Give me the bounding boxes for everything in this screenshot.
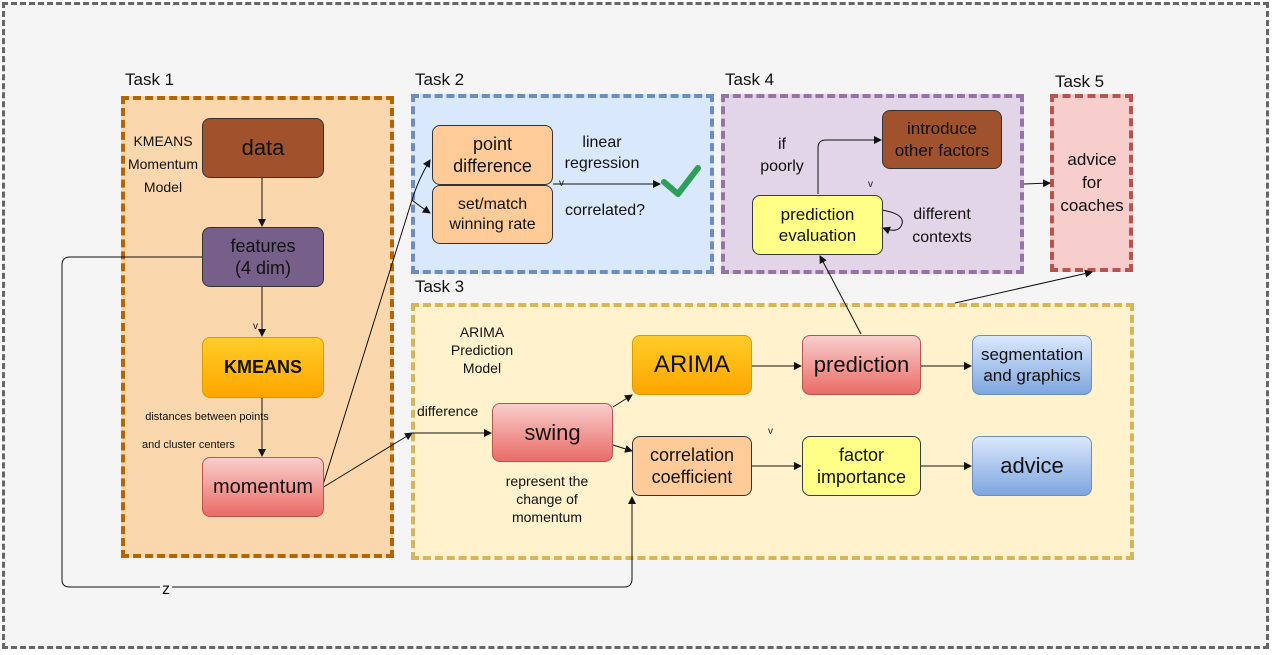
- arrow-swing-correlation: [612, 444, 633, 453]
- factor-importance-line2: importance: [816, 467, 907, 487]
- advice-coaches-line1: advice: [1067, 150, 1117, 169]
- different-contexts-label: different contexts: [902, 203, 982, 249]
- arrow-features-correlation: [61, 256, 636, 588]
- arrow-swing-arima: [612, 394, 633, 408]
- advice-coaches-line2: for: [1082, 173, 1102, 192]
- kmeans-title-line1: KMEANS: [133, 133, 193, 149]
- point-difference-line1: point: [472, 133, 513, 154]
- momentum-box-label: momentum: [212, 475, 314, 498]
- point-difference-line2: difference: [453, 156, 532, 176]
- prediction-evaluation-box: prediction evaluation: [752, 195, 883, 255]
- advice-for-coaches: advice for coaches: [1054, 148, 1130, 217]
- distances-line2: and cluster centers: [142, 439, 235, 451]
- kmeans-box: KMEANS: [202, 337, 324, 398]
- point-difference-box: point difference: [432, 125, 553, 185]
- introduce-line1: introduce: [907, 119, 977, 139]
- set-match-line1: set/match: [457, 195, 528, 213]
- linear-line2: regression: [564, 154, 640, 172]
- kmeans-title-line2: Momentum: [127, 156, 199, 172]
- task1-label: Task 1: [125, 70, 175, 89]
- prediction-box-label: prediction: [813, 352, 910, 378]
- swing-note-line3: momentum: [511, 509, 583, 525]
- introduce-line2: other factors: [894, 140, 990, 160]
- if-poorly-label: if poorly: [752, 134, 812, 178]
- correlation-box: correlation coefficient: [632, 436, 752, 496]
- arrow-momentum-point-difference: [321, 159, 431, 489]
- arima-title-line3: Model: [462, 360, 502, 376]
- prediction-box: prediction: [802, 335, 921, 395]
- segmentation-line1: segmentation: [980, 344, 1084, 364]
- different-contexts-line1: different: [913, 206, 971, 223]
- task2-label: Task 2: [415, 70, 465, 89]
- arrow-task3-task5: [954, 269, 1093, 304]
- linear-regression-label: linear regression: [552, 133, 652, 175]
- features-line1: features: [230, 235, 296, 256]
- task5-label: Task 5: [1055, 72, 1105, 91]
- swing-box-label: swing: [524, 419, 581, 445]
- arrow-task4-task5: [1023, 179, 1051, 188]
- swing-note-line2: change of: [516, 491, 578, 507]
- kmeans-title-line3: Model: [143, 179, 183, 195]
- features-box: features (4 dim): [202, 227, 324, 287]
- difference-label: difference: [417, 403, 479, 419]
- task3-label: Task 3: [415, 277, 465, 296]
- correlation-line1: correlation: [649, 444, 735, 465]
- factor-importance-box: factor importance: [802, 436, 921, 496]
- arima-title-line2: Prediction: [450, 342, 514, 358]
- arrow-momentum-difference: [321, 432, 413, 489]
- arrow-prediction-evaluation: [819, 255, 862, 335]
- prediction-evaluation-line2: evaluation: [778, 226, 857, 245]
- data-box: data: [202, 118, 324, 178]
- linear-line1: linear: [582, 134, 622, 151]
- correlated-label: correlated?: [565, 202, 646, 219]
- arima-model-title: ARIMA Prediction Model: [437, 323, 527, 377]
- arima-box-label: ARIMA: [653, 351, 730, 378]
- advice-box: advice: [972, 436, 1092, 496]
- distances-line1: distances between points: [145, 411, 269, 423]
- distances-note: distances between points and cluster cen…: [124, 403, 290, 459]
- task3-v-mark: v: [768, 426, 773, 437]
- arima-title-line1: ARIMA: [459, 324, 505, 340]
- advice-box-label: advice: [1000, 453, 1064, 479]
- different-contexts-line2: contexts: [912, 229, 972, 246]
- arrow-evaluation-introduce: [817, 136, 882, 194]
- check-icon: [661, 165, 701, 197]
- prediction-evaluation-line1: prediction: [780, 204, 855, 224]
- segmentation-line2: and graphics: [983, 366, 1081, 385]
- kmeans-box-label: KMEANS: [223, 357, 302, 378]
- segmentation-box: segmentation and graphics: [972, 335, 1092, 395]
- arima-box: ARIMA: [632, 335, 752, 395]
- if-poorly-line2: poorly: [760, 158, 804, 175]
- features-line2: (4 dim): [234, 258, 291, 278]
- if-poorly-line1: if: [778, 136, 786, 153]
- set-match-box: set/match winning rate: [432, 185, 553, 244]
- factor-importance-line1: factor: [838, 444, 885, 465]
- swing-note-line1: represent the: [505, 473, 589, 489]
- advice-coaches-line3: coaches: [1060, 196, 1124, 215]
- task4-v-mark: v: [868, 179, 873, 190]
- arrow-momentum-set-match: [411, 199, 431, 214]
- momentum-box: momentum: [202, 457, 324, 517]
- data-box-label: data: [241, 135, 285, 161]
- set-match-line2: winning rate: [449, 215, 536, 233]
- correlation-line2: coefficient: [651, 467, 733, 487]
- task1-v-mark: v: [253, 321, 258, 332]
- introduce-box: introduce other factors: [882, 110, 1002, 169]
- task4-label: Task 4: [725, 70, 775, 89]
- task1-model-title: KMEANS Momentum Model: [118, 130, 208, 199]
- task2-v-mark: v: [559, 178, 564, 189]
- z-label: z: [160, 580, 172, 601]
- arrow-evaluation-loop: [881, 209, 903, 235]
- swing-box: swing: [492, 403, 613, 462]
- swing-note: represent the change of momentum: [492, 472, 602, 526]
